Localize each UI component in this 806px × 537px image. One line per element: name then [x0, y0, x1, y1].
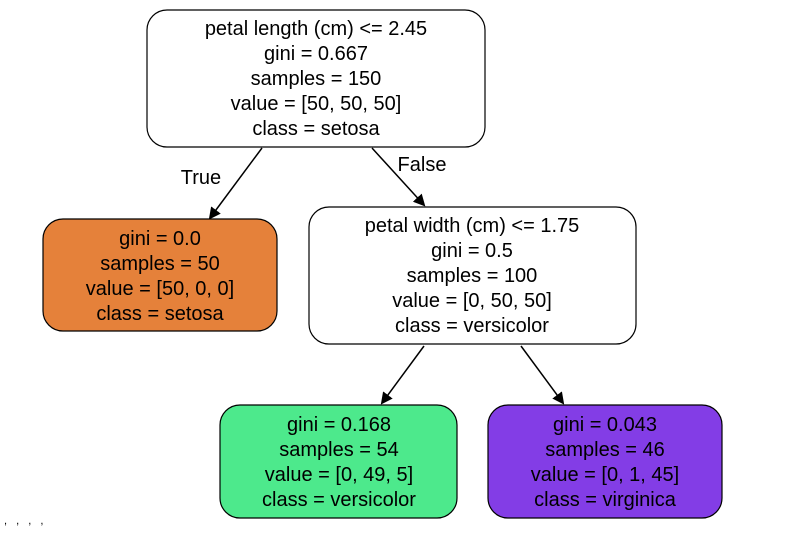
node-right-right-line-3: class = virginica: [534, 489, 677, 511]
node-right-left: gini = 0.168 samples = 54 value = [0, 49…: [219, 404, 458, 519]
node-root-box: [146, 9, 486, 148]
node-root-line-2: samples = 150: [251, 68, 382, 90]
node-right-right-line-1: samples = 46: [545, 439, 665, 461]
node-right-left-line-0: gini = 0.168: [287, 414, 391, 436]
edge-right-to-right-left: [380, 345, 425, 405]
node-right-right-line-2: value = [0, 1, 45]: [531, 464, 679, 486]
node-root-line-4: class = setosa: [252, 118, 380, 140]
edge-label-false: False: [398, 154, 447, 176]
node-left-line-2: value = [50, 0, 0]: [86, 278, 234, 300]
node-right-line-1: gini = 0.5: [431, 240, 513, 262]
edge-root-to-left: [208, 147, 263, 220]
node-left-line-0: gini = 0.0: [119, 228, 201, 250]
node-right-left-line-2: value = [0, 49, 5]: [265, 464, 413, 486]
edge-label-true: True: [181, 167, 221, 189]
node-right-left-line-1: samples = 54: [279, 439, 399, 461]
node-left-line-1: samples = 50: [100, 253, 220, 275]
node-right-line-4: class = versicolor: [395, 315, 549, 337]
node-right-right-box: [487, 404, 723, 519]
node-right-line-3: value = [0, 50, 50]: [392, 290, 552, 312]
node-left-line-3: class = setosa: [96, 303, 224, 325]
node-right-left-box: [219, 404, 458, 519]
node-right-right-line-0: gini = 0.043: [553, 414, 657, 436]
node-root: petal length (cm) <= 2.45 gini = 0.667 s…: [146, 9, 486, 148]
node-root-line-0: petal length (cm) <= 2.45: [205, 18, 427, 40]
node-root-line-3: value = [50, 50, 50]: [231, 93, 402, 115]
node-right-line-0: petal width (cm) <= 1.75: [365, 215, 580, 237]
node-right: petal width (cm) <= 1.75 gini = 0.5 samp…: [308, 206, 637, 345]
footer-commas: , , , ,: [4, 515, 47, 527]
node-right-box: [308, 206, 637, 345]
edge-right-to-right-right: [520, 345, 565, 405]
node-right-left-line-3: class = versicolor: [262, 489, 416, 511]
node-right-line-2: samples = 100: [407, 265, 538, 287]
node-left: gini = 0.0 samples = 50 value = [50, 0, …: [42, 218, 278, 332]
node-left-box: [42, 218, 278, 332]
node-root-line-1: gini = 0.667: [264, 43, 368, 65]
node-right-right: gini = 0.043 samples = 46 value = [0, 1,…: [487, 404, 723, 519]
edge-root-to-right: [371, 147, 426, 207]
